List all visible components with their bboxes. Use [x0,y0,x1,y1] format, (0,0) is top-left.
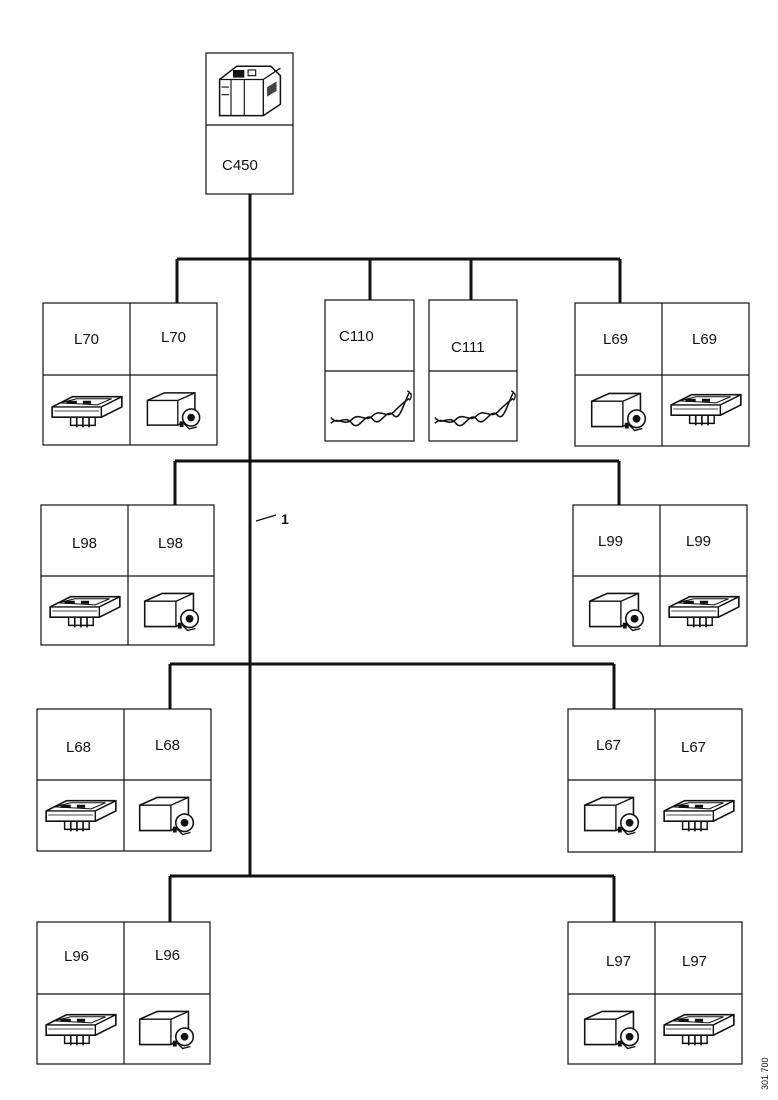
cable-c111: C111 [428,299,518,442]
row3-right-pair: L67 L67 [567,708,743,853]
lamp-connector-block-icon [146,391,201,430]
branch-row4 [168,874,616,922]
lamp-connector-block-icon [138,1010,195,1050]
branch-row3 [168,662,616,709]
connector-label: L67 [596,737,621,754]
connector-label: L69 [603,331,628,348]
lamp-connector-block-icon [138,796,195,836]
connector-label: L97 [682,953,707,970]
connector-label: C110 [339,328,374,345]
connector-label: L70 [161,329,186,346]
connector-label: L99 [598,533,623,550]
branch-row1 [175,257,622,303]
connector-label: L70 [74,331,99,348]
row4-left-pair: L96 L96 [36,921,211,1065]
connector-label: L99 [686,533,711,550]
connector-label: L97 [606,953,631,970]
lamp-connector-block-icon [143,592,200,632]
row4-right-pair: L97 L97 [567,921,743,1065]
lamp-connector-block-icon [583,1010,640,1050]
connector-label: L68 [155,737,180,754]
lamp-connector-block-icon [590,392,647,432]
lamp-connector-block-icon [583,796,640,836]
connector-label: L98 [158,535,183,552]
connector-label: L98 [72,535,97,552]
connector-label: L96 [64,948,89,965]
connector-label: L69 [692,331,717,348]
row3-left-pair: L68 L68 [36,708,212,852]
figure-reference: 301 700 [760,1057,770,1090]
callout-1: 1 [255,511,289,527]
connector-label: L67 [681,739,706,756]
wiring-lines [168,194,622,922]
connector-label: C111 [451,339,485,356]
callout-label: 1 [281,511,289,527]
row1-left-pair: L70 L70 [42,302,218,446]
branch-row2 [173,459,621,505]
lamp-connector-block-icon [588,592,645,632]
row2-right-pair: L99 L99 [572,504,748,647]
connector-label: C450 [222,157,258,174]
row1-right-pair: L69 L69 [574,302,750,447]
control-module-icon [218,65,282,117]
connector-label: L96 [155,947,180,964]
row2-left-pair: L98 L98 [40,504,215,646]
cable-c110: C110 [324,299,415,442]
connector-label: L68 [66,739,91,756]
connector-c450: C450 [205,52,294,195]
